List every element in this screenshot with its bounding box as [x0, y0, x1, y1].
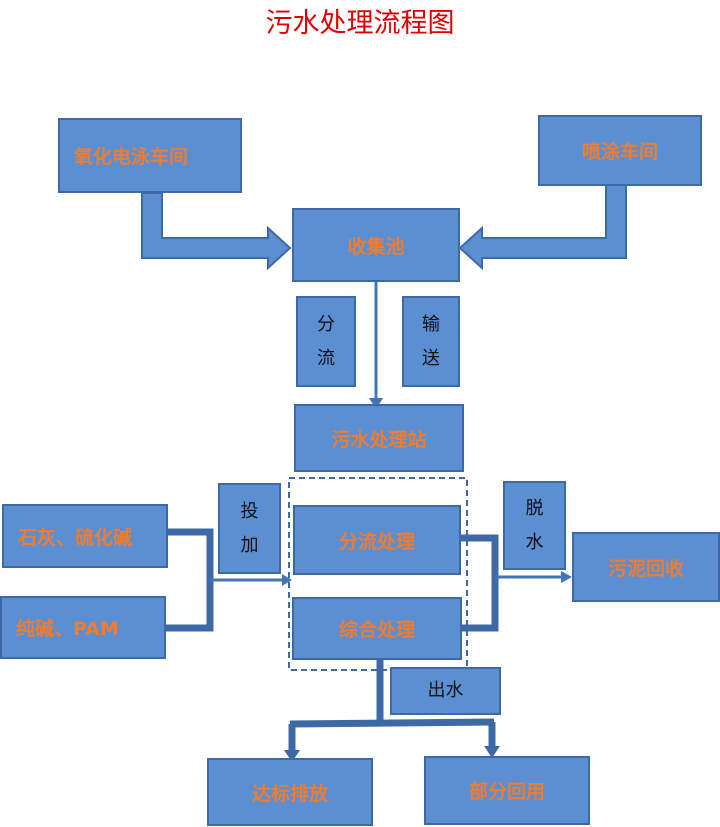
discharge-box: 达标排放: [207, 758, 373, 826]
transport-note-label: 输送: [422, 313, 440, 369]
treatment-station-label: 污水处理站: [331, 428, 427, 451]
transport-note: 输送: [402, 296, 460, 387]
split-treatment-box: 分流处理: [293, 505, 461, 575]
sludge-recovery-box: 污泥回收: [572, 532, 720, 602]
split-flow-note: 分流: [296, 296, 356, 387]
spray-workshop-label: 喷涂车间: [581, 141, 658, 163]
treatment-dashed-frame: [288, 477, 468, 671]
dewatering-note-label: 脱水: [525, 497, 544, 553]
line-lime-bracket: [162, 528, 214, 632]
dosing-note: 投加: [218, 483, 281, 574]
dewatering-note: 脱水: [503, 481, 566, 570]
spray-workshop-box: 喷涂车间: [538, 115, 702, 186]
soda-pam-box: 纯碱、PAM: [0, 596, 166, 659]
sludge-recovery-label: 污泥回收: [607, 557, 684, 580]
treatment-station-box: 污水处理站: [294, 404, 464, 472]
combined-treatment-label: 综合处理: [338, 619, 415, 641]
dosing-note-label: 投加: [240, 500, 259, 556]
arrowhead-station: [369, 398, 383, 409]
split-flow-note-label: 分流: [317, 313, 335, 369]
collection-pool-box: 收集池: [292, 208, 460, 282]
collection-pool-label: 收集池: [347, 235, 405, 258]
arrow-anodizing-to-collection: [141, 192, 292, 271]
split-treatment-label: 分流处理: [338, 530, 415, 553]
arrowhead-sludge: [561, 571, 572, 583]
partial-reuse-label: 部分回用: [468, 781, 545, 803]
line-effluent-split: [289, 718, 495, 728]
arrow-spray-to-collection: [458, 183, 627, 271]
arrowhead-discharge: [284, 750, 300, 762]
partial-reuse-box: 部分回用: [424, 756, 590, 825]
arrowhead-dosing: [282, 574, 292, 586]
line-sludge-bracket: [456, 534, 499, 632]
outflow-note: 出水: [390, 667, 501, 715]
outflow-note-label: 出水: [427, 680, 464, 701]
arrowhead-reuse: [484, 746, 500, 758]
anodizing-workshop-box: 氧化电泳车间: [58, 118, 242, 193]
combined-treatment-box: 综合处理: [292, 597, 462, 660]
lime-alkali-label: 石灰、硫化碱: [18, 526, 133, 549]
soda-pam-label: 纯碱、PAM: [16, 618, 119, 640]
discharge-label: 达标排放: [251, 782, 328, 805]
page-title: 污水处理流程图: [265, 8, 455, 39]
anodizing-workshop-label: 氧化电泳车间: [74, 146, 189, 168]
lime-alkali-box: 石灰、硫化碱: [2, 504, 168, 568]
